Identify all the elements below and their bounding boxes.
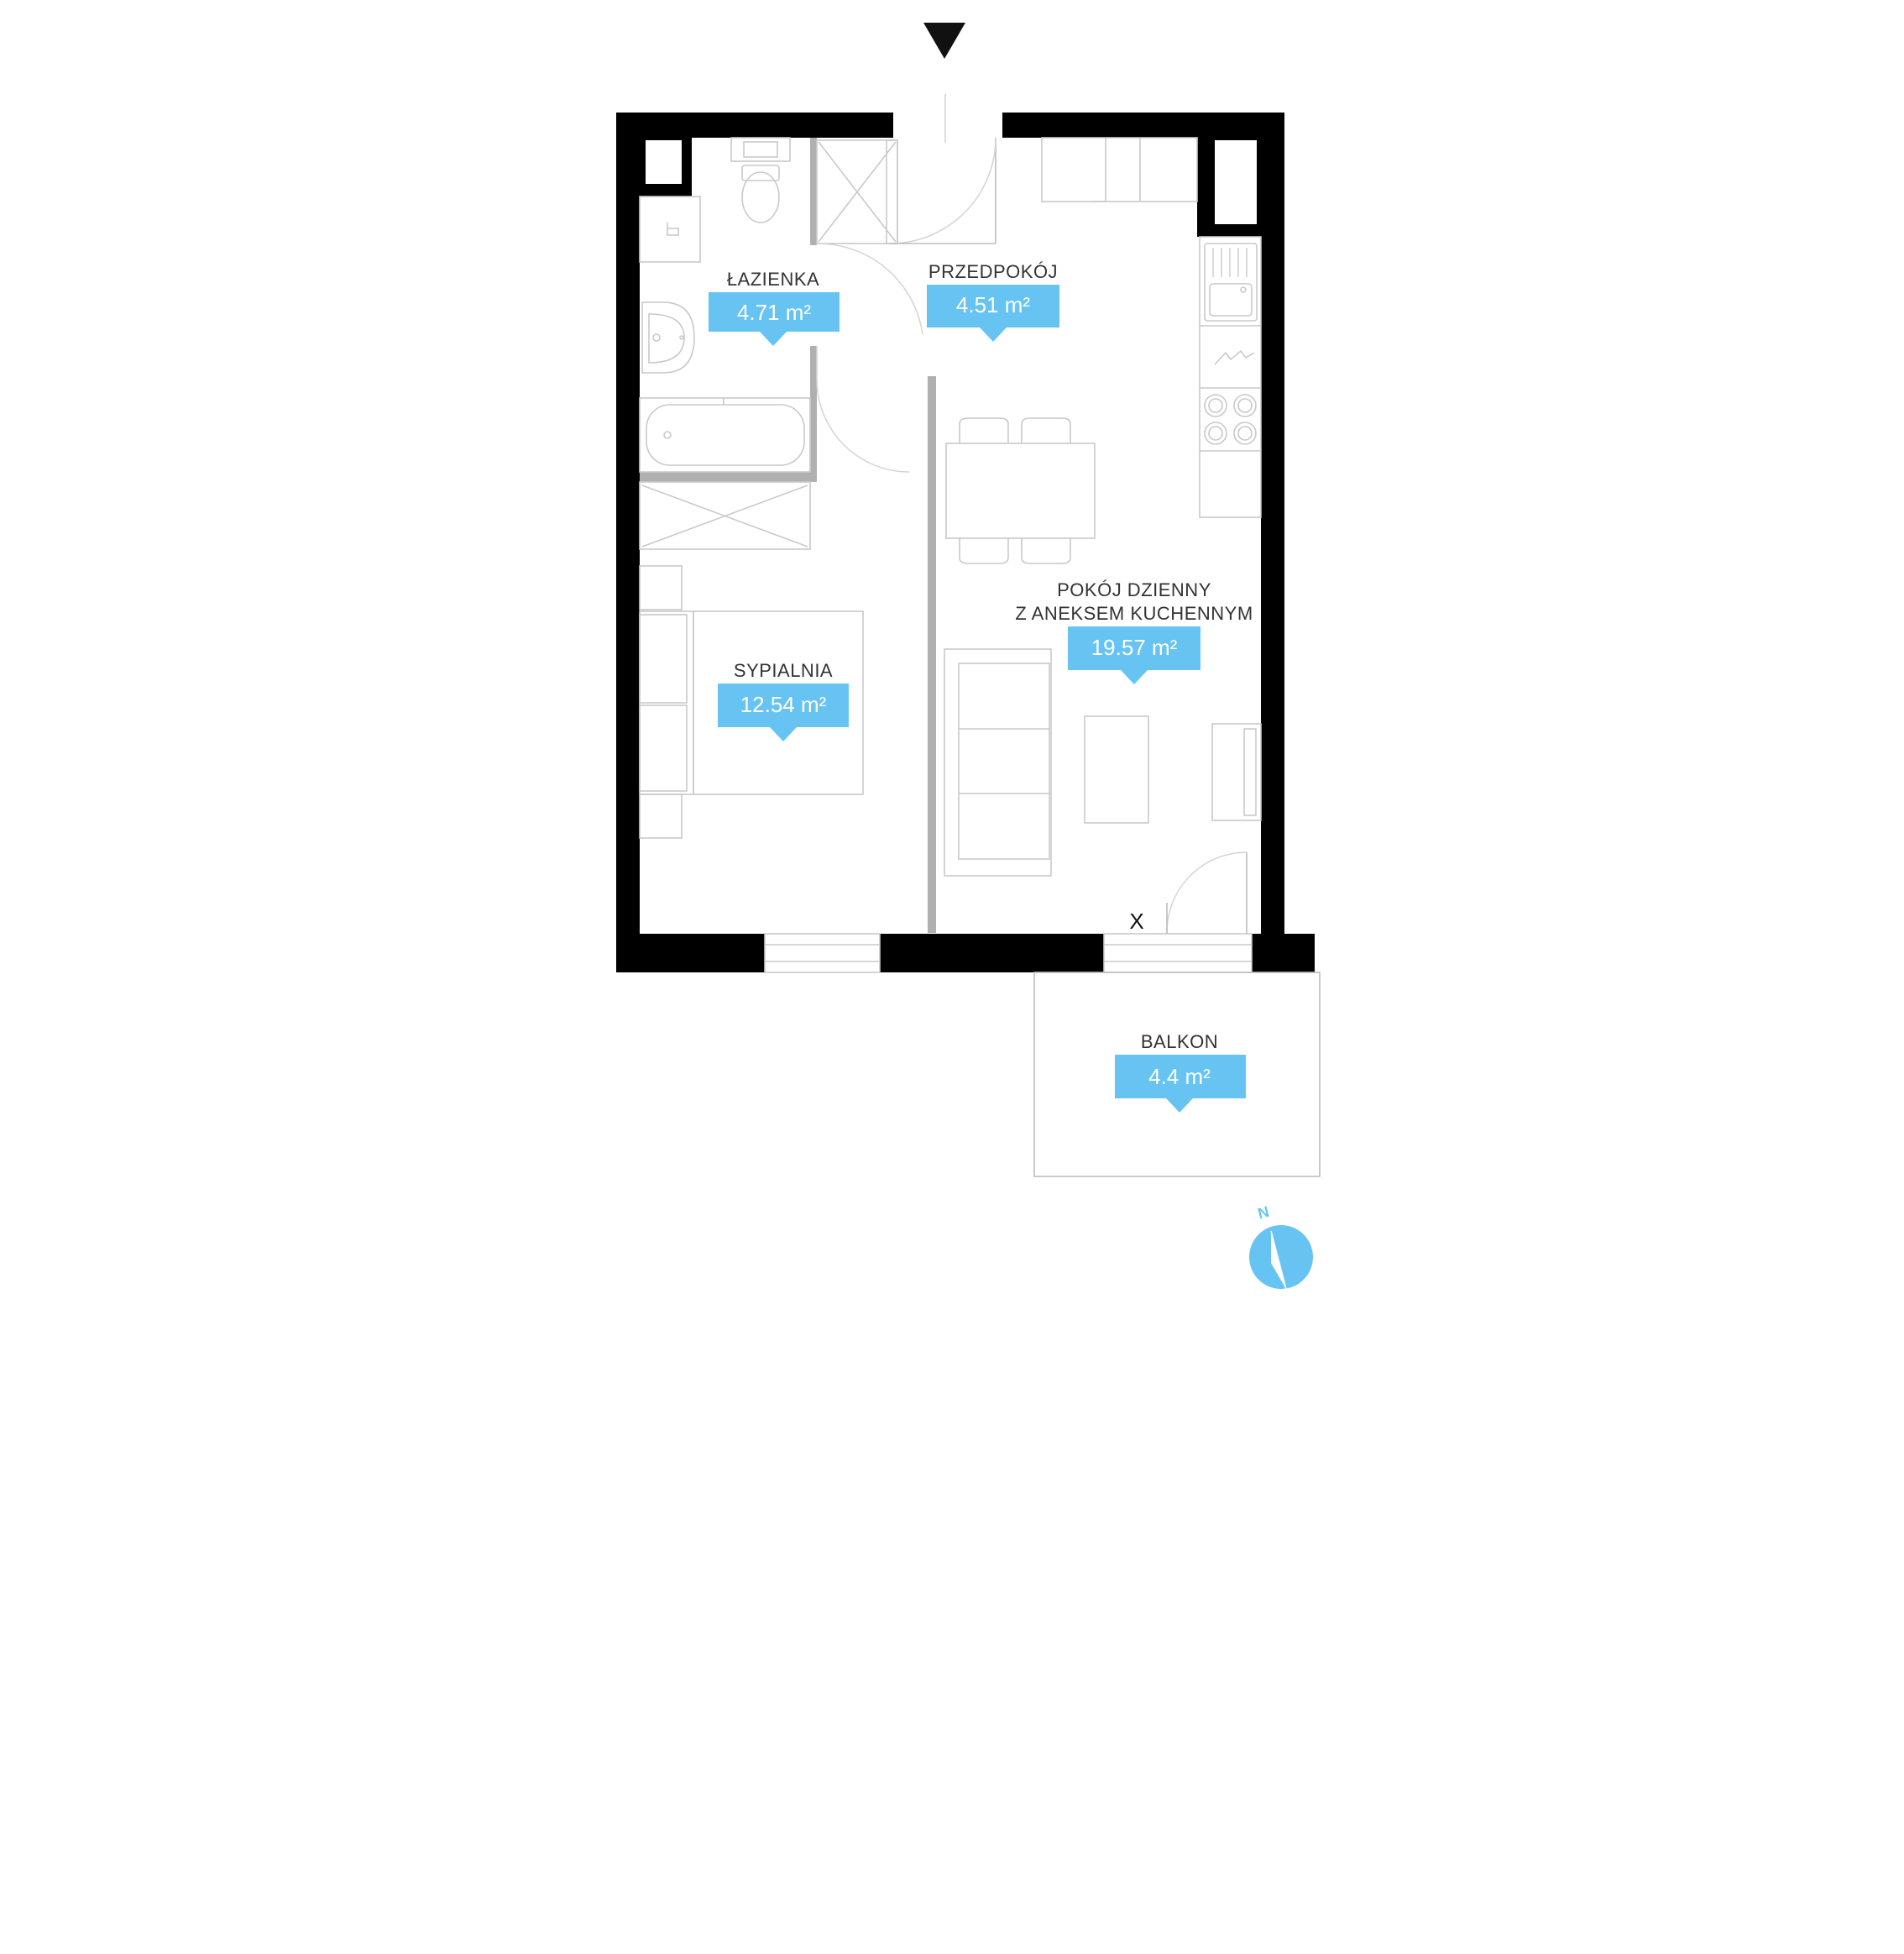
room-name: SYPIALNIA	[734, 660, 833, 681]
x-marker: X	[1129, 909, 1143, 934]
room-balcony: BALKON 4.4 m²	[1115, 1031, 1246, 1113]
doors	[816, 137, 1248, 935]
area-badge	[927, 285, 1059, 342]
area-value: 4.4 m²	[1148, 1064, 1211, 1089]
area-value: 4.51 m²	[956, 292, 1030, 317]
windows	[764, 933, 1253, 973]
room-name-line2: Z ANEKSEM KUCHENNYM	[1015, 603, 1253, 624]
room-name-line1: POKÓJ DZIENNY	[1057, 579, 1211, 600]
area-value: 4.71 m²	[737, 300, 811, 325]
room-hall: PRZEDPOKÓJ 4.51 m²	[927, 261, 1059, 342]
room-name: PRZEDPOKÓJ	[928, 261, 1058, 282]
area-badge	[1068, 626, 1200, 684]
area-value: 19.57 m²	[1091, 635, 1178, 660]
room-bathroom: ŁAZIENKA 4.71 m²	[709, 269, 840, 346]
dining-set	[945, 417, 1096, 564]
area-value: 12.54 m²	[740, 692, 827, 717]
area-badge	[718, 684, 849, 741]
outer-walls	[616, 113, 1315, 972]
balcony-outline	[1033, 972, 1321, 1177]
room-bedroom: SYPIALNIA 12.54 m²	[718, 660, 849, 741]
north-label: N	[1256, 1203, 1271, 1223]
living-furniture	[944, 648, 1262, 877]
entrance-arrow-icon	[923, 23, 965, 59]
area-badge	[709, 292, 840, 346]
bedroom-furniture	[639, 481, 864, 839]
room-name: BALKON	[1141, 1031, 1218, 1052]
compass-north-icon: N	[1249, 1203, 1313, 1290]
room-name: ŁAZIENKA	[727, 269, 819, 290]
room-living: POKÓJ DZIENNY Z ANEKSEM KUCHENNYM 19.57 …	[1015, 579, 1253, 684]
bathroom-fixtures	[639, 137, 898, 473]
kitchen-units	[1041, 137, 1262, 518]
area-badge	[1115, 1055, 1246, 1113]
interior-walls	[640, 138, 936, 933]
